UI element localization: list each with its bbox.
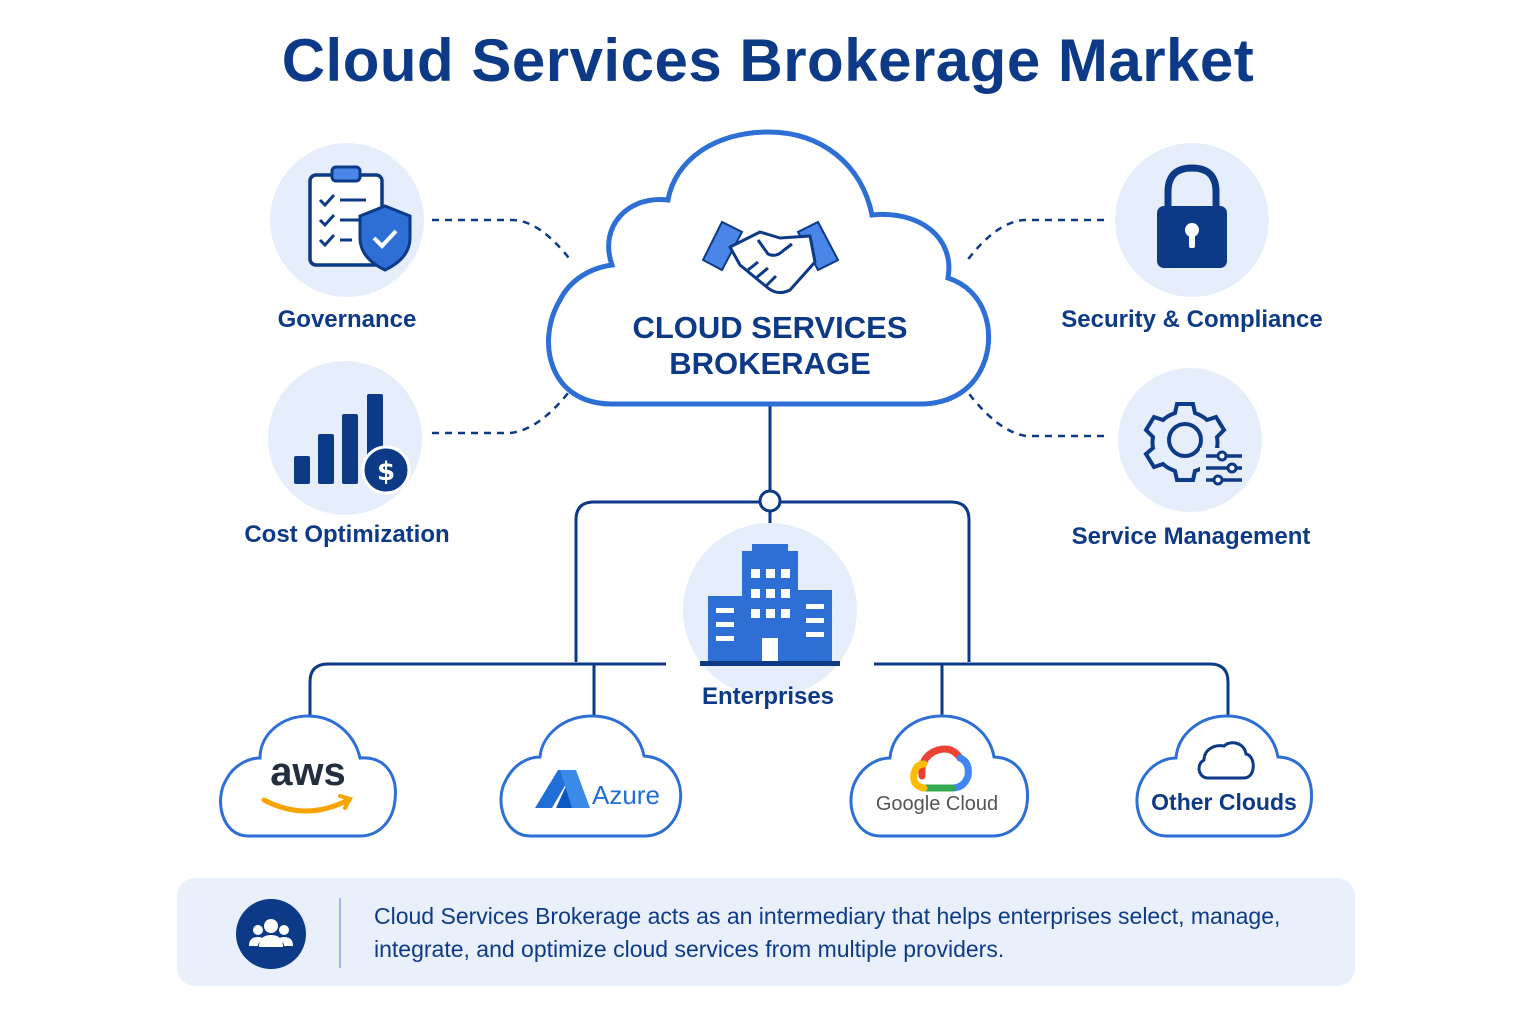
padlock-icon (1157, 164, 1227, 268)
info-description: Cloud Services Brokerage acts as an inte… (374, 903, 1281, 962)
azure-logo-icon (535, 770, 590, 808)
small-cloud-icon (1197, 741, 1255, 780)
connector-service (965, 389, 1104, 438)
governance-label: Governance (277, 306, 417, 333)
connector-governance (432, 218, 573, 263)
svg-text:$: $ (377, 457, 395, 487)
center-label-line2: BROKERAGE (669, 346, 871, 381)
page-title: Cloud Services Brokerage Market (281, 27, 1255, 94)
building-icon (700, 544, 840, 666)
clipboard-shield-icon (308, 165, 412, 272)
service-management-label: Service Management (1071, 523, 1311, 550)
connector-cost (432, 387, 573, 435)
info-divider (339, 898, 341, 968)
other-cloud-shape (1135, 714, 1314, 838)
junction-node (758, 489, 782, 513)
aws-label: aws (270, 750, 346, 794)
center-label-line1: CLOUD SERVICES (632, 310, 908, 345)
aws-smile-icon (261, 797, 351, 814)
azure-cloud-shape (499, 714, 683, 838)
cost-optimization-label: Cost Optimization (244, 521, 450, 548)
handshake-icon (701, 220, 840, 295)
info-box: Cloud Services Brokerage acts as an inte… (177, 878, 1355, 986)
google-cloud-logo-icon (910, 745, 972, 792)
gear-settings-icon (1143, 402, 1246, 486)
enterprises-label: Enterprises (701, 683, 835, 710)
aws-cloud-shape (219, 714, 397, 838)
google-cloud-shape (849, 714, 1030, 838)
google-cloud-label: Google Cloud (875, 793, 999, 815)
azure-label: Azure (592, 780, 660, 810)
connector-security (965, 218, 1104, 263)
bar-chart-dollar-icon: $ (294, 394, 411, 495)
service-circle (1118, 368, 1262, 512)
other-clouds-label: Other Clouds (1151, 789, 1297, 815)
people-group-icon (236, 899, 306, 969)
security-compliance-label: Security & Compliance (1061, 306, 1323, 333)
